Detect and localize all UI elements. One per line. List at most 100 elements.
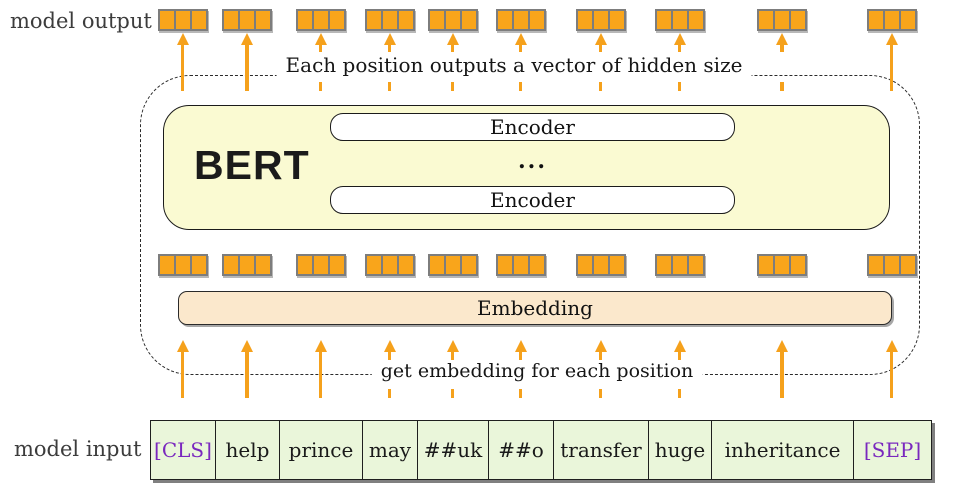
- arrowhead-icon: [383, 33, 396, 45]
- vector-cell: [224, 11, 238, 29]
- vector-cell: [791, 256, 805, 274]
- vector-cell: [529, 11, 544, 29]
- vector-block-hidden-1: [222, 254, 272, 276]
- up-arrow-icon-input-4: [446, 340, 460, 362]
- arrow-dash-segment: [677, 82, 682, 91]
- token-cell-o: ##o: [489, 421, 554, 479]
- token-cell-prince: prince: [280, 421, 363, 479]
- vector-cell: [191, 256, 206, 274]
- vector-cell: [529, 256, 544, 274]
- vector-cell: [513, 256, 528, 274]
- arrowhead-icon: [241, 340, 253, 352]
- vector-cell: [329, 256, 344, 274]
- vector-block-output-2: [295, 9, 346, 31]
- vector-cell: [461, 11, 476, 29]
- vector-cell: [884, 256, 899, 274]
- arrow-stem: [387, 352, 392, 362]
- vector-cell: [398, 256, 413, 274]
- up-arrow-icon-input-9: [885, 340, 899, 398]
- up-arrow-icon-output-6: [594, 33, 608, 52]
- token-cell-sep: [SEP]: [863, 438, 922, 462]
- up-arrow-icon-output-0: [176, 33, 190, 91]
- arrow-stem: [677, 45, 682, 52]
- vector-cell: [159, 11, 174, 29]
- arrow-stem: [318, 45, 323, 52]
- arrow-stem: [387, 45, 392, 52]
- vector-cell: [609, 11, 624, 29]
- arrow-dash-segment: [318, 82, 323, 91]
- arrowhead-icon: [514, 340, 527, 352]
- vector-cell: [313, 11, 328, 29]
- arrowhead-icon: [176, 340, 189, 352]
- arrowhead-icon: [314, 33, 327, 45]
- vector-cell: [429, 256, 444, 274]
- arrowhead-icon: [314, 340, 327, 352]
- vector-block-hidden-2: [295, 254, 346, 276]
- vector-block-hidden-7: [654, 254, 705, 276]
- arrowhead-icon: [241, 33, 253, 45]
- arrow-stem: [598, 352, 603, 362]
- vector-cell: [461, 256, 476, 274]
- encoder-bottom-box: Encoder: [330, 186, 735, 214]
- arrowhead-icon: [673, 33, 686, 45]
- arrowhead-icon: [885, 33, 898, 45]
- vector-cell: [577, 11, 592, 29]
- arrow-dash-segment: [450, 82, 455, 91]
- vector-cell: [445, 256, 460, 274]
- embedding-label: Embedding: [477, 296, 593, 320]
- up-arrow-icon-input-2: [314, 340, 328, 398]
- arrow-stem: [245, 45, 249, 91]
- vector-block-hidden-3: [364, 254, 415, 276]
- vector-block-hidden-9: [866, 254, 917, 276]
- up-arrow-icon-output-7: [673, 33, 687, 52]
- arrow-dash-segment: [518, 389, 523, 398]
- vector-cell: [382, 256, 397, 274]
- vector-block-output-0: [157, 9, 208, 31]
- vector-cell: [297, 256, 312, 274]
- vector-cell: [382, 11, 397, 29]
- vector-cell: [593, 11, 608, 29]
- up-arrow-icon-input-6: [594, 340, 608, 362]
- vector-cell: [329, 11, 344, 29]
- arrow-stem: [518, 352, 523, 362]
- vector-cell: [791, 11, 805, 29]
- arrow-stem: [889, 352, 894, 398]
- vector-cell: [884, 11, 899, 29]
- vector-block-output-8: [757, 9, 807, 31]
- vector-block-hidden-6: [575, 254, 626, 276]
- output-caption: Each position outputs a vector of hidden…: [276, 53, 752, 77]
- vector-cell: [224, 256, 238, 274]
- vector-cell: [775, 11, 789, 29]
- vector-block-output-6: [575, 9, 626, 31]
- vector-block-output-1: [222, 9, 272, 31]
- up-arrow-icon-input-7: [673, 340, 687, 362]
- vector-cell: [159, 256, 174, 274]
- arrow-dash-segment: [598, 82, 603, 91]
- vector-cell: [398, 11, 413, 29]
- arrow-dash-segment: [387, 389, 392, 398]
- arrow-stem: [677, 352, 682, 362]
- vector-block-hidden-4: [427, 254, 478, 276]
- embedding-bar: Embedding: [178, 291, 892, 325]
- model-output-label: model output: [10, 9, 152, 33]
- arrowhead-icon: [673, 340, 686, 352]
- vector-block-output-4: [427, 9, 478, 31]
- vector-cell: [609, 256, 624, 274]
- token-cell-help: help: [216, 421, 280, 479]
- up-arrow-icon-input-5: [514, 340, 528, 362]
- up-arrow-icon-output-4: [446, 33, 460, 52]
- input-caption: get embedding for each position: [371, 360, 703, 382]
- vector-cell: [900, 256, 915, 274]
- arrow-stem: [889, 45, 894, 91]
- arrowhead-icon: [776, 340, 788, 352]
- arrowhead-icon: [446, 340, 459, 352]
- token-cell-inheritance: inheritance: [712, 421, 854, 479]
- vector-cell: [672, 256, 687, 274]
- vector-cell: [577, 256, 592, 274]
- arrowhead-icon: [594, 33, 607, 45]
- up-arrow-icon-output-9: [885, 33, 899, 91]
- arrow-dash-segment: [450, 389, 455, 398]
- arrow-dash-segment: [518, 82, 523, 91]
